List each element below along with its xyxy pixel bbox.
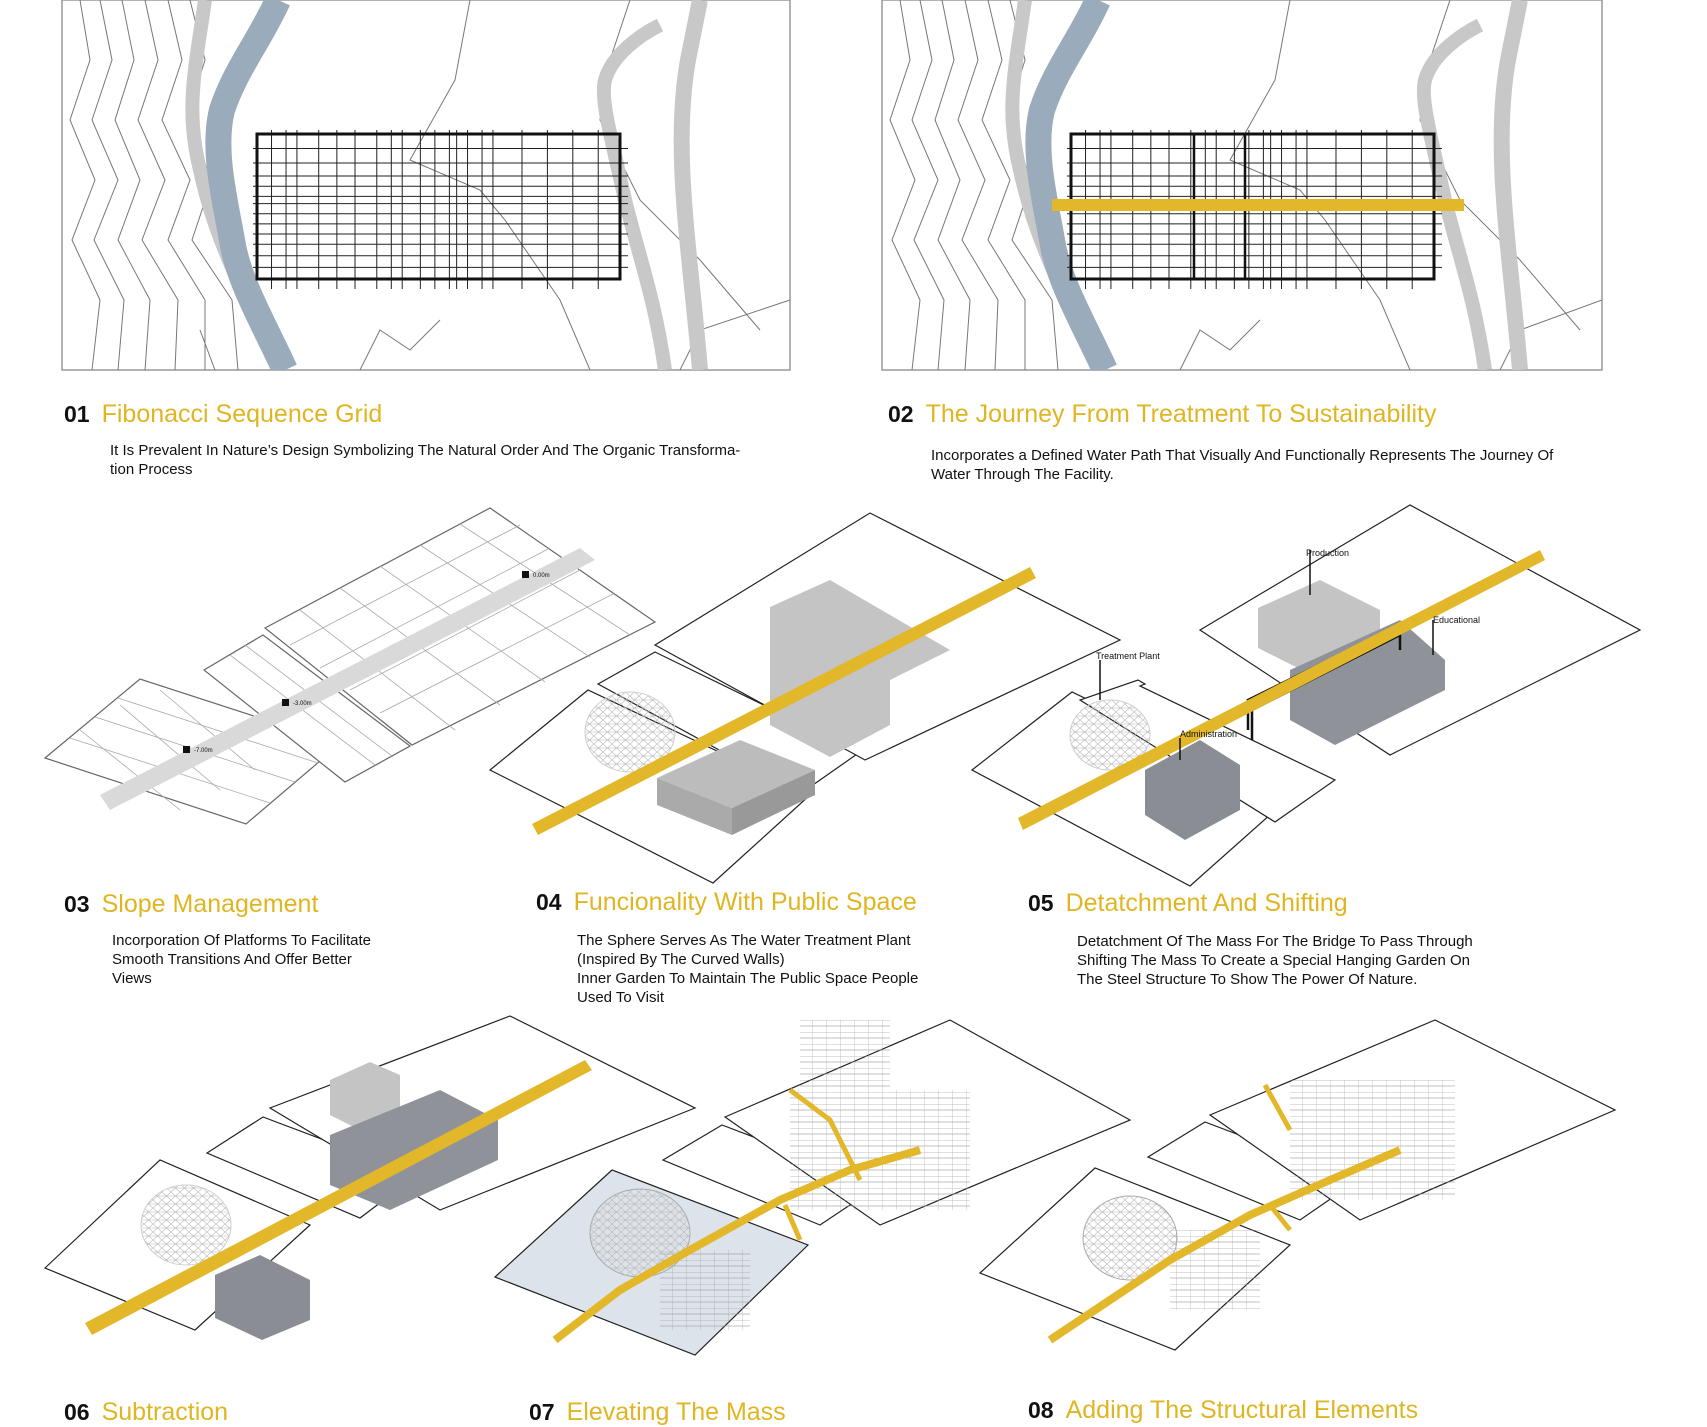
desc-line: (Inspired By The Curved Walls): [577, 951, 785, 968]
step-01-description: It Is Prevalent In Nature’s Design Symbo…: [110, 441, 740, 479]
step-number: 07: [529, 1399, 555, 1425]
zone-label-treatment: Treatment Plant: [1096, 651, 1160, 661]
step-05-heading: 05 Detatchment And Shifting: [1028, 889, 1348, 918]
road: [673, 0, 708, 370]
step-title: Funcionality With Public Space: [573, 888, 917, 916]
mass-block: [657, 740, 815, 808]
desc-line: Incorporation Of Platforms To Facilitate: [112, 932, 371, 949]
water-path: [85, 1060, 592, 1335]
step-08-heading: 08 Adding The Structural Elements: [1028, 1396, 1418, 1425]
treatment-sphere: [1069, 699, 1151, 771]
structural-frame: [800, 1020, 890, 1090]
treatment-sphere: [1082, 1195, 1178, 1281]
desc-line: Shifting The Mass To Create a Special Ha…: [1077, 952, 1471, 969]
panel-07-elevated-mass: [493, 1019, 1132, 1356]
step-number: 06: [64, 1399, 90, 1425]
step-number: 05: [1028, 890, 1054, 916]
step-03-heading: 03 Slope Management: [64, 890, 318, 919]
road: [1493, 0, 1528, 370]
mass-administration: [1145, 740, 1240, 840]
zone-label-production: Production: [1306, 548, 1349, 558]
desc-line: Inner Garden To Maintain The Public Spac…: [577, 970, 919, 987]
panel-03-slope-platforms: 0.00m -3.00m -7.00m: [43, 507, 657, 825]
panel-02-site-plan: [881, 0, 1603, 371]
panel-08-structural-elements: [978, 1019, 1617, 1351]
treatment-sphere: [584, 691, 676, 773]
level-label-low: -7.00m: [194, 748, 213, 754]
step-number: 08: [1028, 1397, 1054, 1423]
water-path: [1052, 199, 1464, 211]
treatment-sphere: [589, 1188, 691, 1278]
level-label-high: 0.00m: [533, 573, 550, 579]
water-path: [552, 1146, 922, 1344]
desc-line: Water Through The Facility.: [931, 466, 1114, 483]
step-07-heading: 07 Elevating The Mass: [529, 1398, 786, 1427]
road: [596, 18, 672, 370]
river: [205, 0, 297, 370]
step-title: Detatchment And Shifting: [1065, 889, 1348, 917]
zone-label-educational: Educational: [1433, 615, 1480, 625]
step-title: The Journey From Treatment To Sustainabi…: [925, 400, 1437, 428]
desc-line: Used To Visit: [577, 989, 664, 1006]
step-number: 03: [64, 891, 90, 917]
step-title: Adding The Structural Elements: [1065, 1396, 1419, 1424]
desc-line: Incorporates a Defined Water Path That V…: [931, 447, 1554, 464]
step-04-description: The Sphere Serves As The Water Treatment…: [577, 931, 918, 1007]
step-04-heading: 04 Funcionality With Public Space: [536, 888, 917, 917]
desc-line: tion Process: [110, 461, 193, 478]
desc-line: It Is Prevalent In Nature’s Design Symbo…: [110, 442, 741, 459]
water-path: [1047, 1146, 1402, 1344]
desc-line: Detatchment Of The Mass For The Bridge T…: [1077, 933, 1473, 950]
river: [1025, 0, 1117, 370]
desc-line: Views: [112, 970, 152, 987]
ramp-path: [100, 548, 595, 810]
step-number: 01: [64, 401, 90, 427]
step-05-description: Detatchment Of The Mass For The Bridge T…: [1077, 932, 1473, 989]
step-03-description: Incorporation Of Platforms To Facilitate…: [112, 931, 371, 988]
mass-administration: [215, 1255, 310, 1340]
step-title: Elevating The Mass: [566, 1398, 786, 1426]
desc-line: Smooth Transitions And Offer Better: [112, 951, 352, 968]
panel-04-public-space: [488, 512, 1122, 884]
water-path: [532, 567, 1036, 835]
water-path: [1018, 550, 1545, 830]
level-label-mid: -3.00m: [293, 701, 312, 707]
site-boundary: [255, 132, 622, 281]
desc-line: The Steel Structure To Show The Power Of…: [1077, 971, 1418, 988]
panel-06-subtraction: [43, 1015, 697, 1340]
mass-educational: [1290, 620, 1445, 745]
fibonacci-grid: [253, 130, 628, 289]
step-06-heading: 06 Subtraction: [64, 1398, 228, 1427]
step-02-heading: 02 The Journey From Treatment To Sustaina…: [888, 400, 1436, 429]
structural-frame: [1170, 1230, 1260, 1310]
step-title: Subtraction: [101, 1398, 229, 1426]
step-title: Fibonacci Sequence Grid: [101, 400, 383, 428]
zone-label-administration: Administration: [1180, 729, 1237, 739]
platform-mid: [202, 634, 412, 783]
step-number: 04: [536, 889, 562, 915]
mass-production: [330, 1062, 400, 1130]
step-01-heading: 01 Fibonacci Sequence Grid: [64, 400, 382, 429]
panel-01-site-plan: [61, 0, 791, 371]
step-title: Slope Management: [101, 890, 319, 918]
desc-line: The Sphere Serves As The Water Treatment…: [577, 932, 911, 949]
step-02-description: Incorporates a Defined Water Path That V…: [931, 446, 1553, 484]
treatment-sphere: [140, 1184, 232, 1266]
panel-05-detachment: Production Educational Treatment Plant A…: [970, 504, 1642, 887]
structural-frame: [1290, 1080, 1455, 1200]
step-number: 02: [888, 401, 914, 427]
